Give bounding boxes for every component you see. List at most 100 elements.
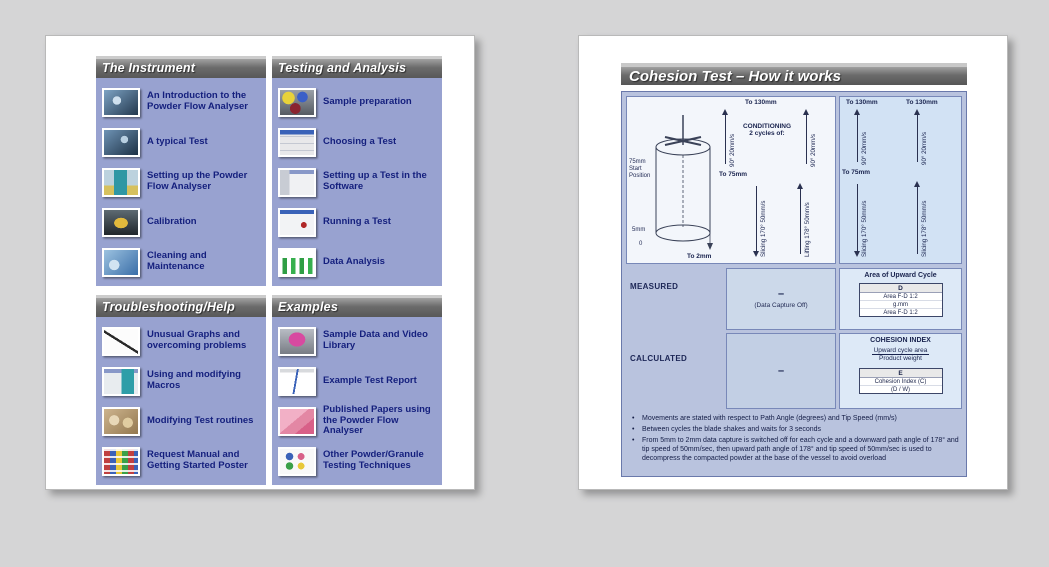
data-analysis-chart-icon: [278, 247, 316, 277]
movement-slicing-170: Slicing 170° 50mm/s: [753, 183, 768, 257]
vessel-cylinder-drawing: [655, 115, 713, 250]
footnote: • Movements are stated with respect to P…: [632, 414, 960, 423]
test-report-icon: [278, 366, 316, 396]
calculated-row-label: CALCULATED: [630, 354, 688, 363]
measured-row-label: MEASURED: [630, 282, 679, 291]
help-link-unusual-graphs[interactable]: Unusual Graphs and overcoming problems: [100, 321, 262, 361]
movement-label: Slicing 170° 50mm/s: [861, 200, 868, 257]
to-130mm-label: To 130mm: [846, 99, 878, 106]
calculated-mid-cell: –: [726, 333, 836, 409]
help-link-setup-in-software[interactable]: Setting up a Test in the Software: [276, 162, 438, 202]
movement-label: Lifting 178° 50mm/s: [804, 202, 811, 257]
measured-box-line: Area F-D 1:2: [859, 293, 942, 302]
movement-label: 90° 20mm/s: [729, 133, 736, 167]
help-link-choosing-a-test[interactable]: Choosing a Test: [276, 122, 438, 162]
help-link-sample-data-video[interactable]: Sample Data and Video Library: [276, 321, 438, 361]
help-link-sample-preparation[interactable]: Sample preparation: [276, 82, 438, 122]
help-link-data-analysis[interactable]: Data Analysis: [276, 242, 438, 282]
cohesion-test-page: Cohesion Test – How it works 75mm Start …: [578, 35, 1008, 490]
measured-box-line: Area F-D 1:2: [883, 309, 918, 316]
calculated-box-line: Cohesion Index (C): [859, 378, 942, 387]
help-link-cleaning[interactable]: Cleaning and Maintenance: [100, 242, 262, 282]
help-link-typical-test[interactable]: A typical Test: [100, 122, 262, 162]
cohesion-diagram-area: 75mm Start Position 5mm 0 To 2mm To 130m…: [621, 91, 967, 477]
help-link-label: Request Manual and Getting Started Poste…: [147, 449, 248, 471]
footnote: • Between cycles the blade shakes and wa…: [632, 425, 960, 434]
help-link-other-techniques[interactable]: Other Powder/Granule Testing Techniques: [276, 441, 438, 481]
help-link-modifying-test-routines[interactable]: Modifying Test routines: [100, 401, 262, 441]
macros-screenshot-icon: [102, 366, 140, 396]
section-title-the-instrument: The Instrument: [96, 56, 266, 78]
measured-right-cell: Area of Upward Cycle D Area F-D 1:2 g.mm…: [839, 268, 962, 330]
section-title-testing-and-analysis: Testing and Analysis: [272, 56, 442, 78]
video-library-photo-icon: [278, 326, 316, 356]
section-list-troubleshooting-help: Unusual Graphs and overcoming problems U…: [96, 317, 266, 485]
data-capture-off-label: (Data Capture Off): [754, 302, 808, 309]
help-menu-page: The Instrument An Introduction to the Po…: [45, 35, 475, 490]
movement-label: Slicing 170° 50mm/s: [760, 200, 767, 257]
up-arrow-icon: [797, 183, 805, 257]
section-title-troubleshooting-help: Troubleshooting/Help: [96, 295, 266, 317]
footnote-text: Movements are stated with respect to Pat…: [642, 415, 897, 422]
help-link-label: Other Powder/Granule Testing Techniques: [323, 449, 424, 471]
measured-dash: –: [777, 288, 785, 300]
movement-label: 90° 20mm/s: [861, 131, 868, 165]
test-cycle-panel: To 130mm To 130mm 90° 20mm/s 90° 20mm/s …: [839, 96, 962, 264]
help-link-calibration[interactable]: Calibration: [100, 202, 262, 242]
up-arrow-icon: [854, 109, 862, 165]
conditioning-label: CONDITIONING 2 cycles of:: [737, 123, 797, 138]
section-list-the-instrument: An Introduction to the Powder Flow Analy…: [96, 78, 266, 286]
up-arrow-icon: [722, 109, 730, 167]
to-2mm-label: To 2mm: [687, 253, 712, 260]
help-link-label: Sample preparation: [323, 95, 412, 107]
section-troubleshooting-help: Troubleshooting/Help Unusual Graphs and …: [96, 295, 266, 485]
help-link-label: Running a Test: [323, 215, 391, 227]
help-link-setting-up[interactable]: Setting up the Powder Flow Analyser: [100, 162, 262, 202]
sample-preparation-photo-icon: [278, 87, 316, 117]
up-arrow-icon: [914, 109, 922, 165]
calculated-dash: –: [777, 364, 785, 377]
help-link-label: Sample Data and Video Library: [323, 329, 428, 351]
help-link-label: Calibration: [147, 215, 197, 227]
help-link-request-manual[interactable]: Request Manual and Getting Started Poste…: [100, 441, 262, 481]
to-75mm-label: To 75mm: [719, 171, 748, 178]
footnote-text: From 5mm to 2mm data capture is switched…: [642, 437, 959, 463]
cohesion-index-fraction: Upward cycle area Product weight: [871, 347, 930, 362]
help-link-label: Choosing a Test: [323, 135, 397, 147]
setup-photo-icon: [102, 167, 140, 197]
vessel-diagram-panel: 75mm Start Position 5mm 0 To 2mm To 130m…: [626, 96, 836, 264]
help-link-published-papers[interactable]: Published Papers using the Powder Flow A…: [276, 401, 438, 441]
help-link-label: Unusual Graphs and overcoming problems: [147, 329, 247, 351]
calculated-result-box: E Cohesion Index (C) (D / W): [858, 368, 943, 395]
calculated-box-head: E: [859, 369, 942, 379]
diagram-footnotes: • Movements are stated with respect to P…: [632, 414, 960, 465]
help-link-running-a-test[interactable]: Running a Test: [276, 202, 438, 242]
help-link-label: Published Papers using the Powder Flow A…: [323, 403, 431, 437]
movement-up-90: 90° 20mm/s: [803, 109, 818, 167]
to-130mm-label: To 130mm: [745, 99, 777, 106]
down-arrow-icon: [854, 181, 862, 257]
choosing-test-screenshot-icon: [278, 127, 316, 157]
calibration-photo-icon: [102, 207, 140, 237]
to-130mm-label: To 130mm: [906, 99, 938, 106]
help-link-label: An Introduction to the Powder Flow Analy…: [147, 90, 249, 112]
help-link-macros[interactable]: Using and modifying Macros: [100, 361, 262, 401]
area-upward-cycle-label: Area of Upward Cycle: [864, 272, 937, 279]
help-link-label: A typical Test: [147, 135, 208, 147]
unusual-graphs-icon: [102, 326, 140, 356]
section-examples: Examples Sample Data and Video Library E…: [272, 295, 442, 485]
start-position-label: 75mm Start Position: [629, 159, 651, 179]
published-papers-icon: [278, 406, 316, 436]
help-link-example-report[interactable]: Example Test Report: [276, 361, 438, 401]
page-title: Cohesion Test – How it works: [621, 63, 967, 85]
help-link-label: Example Test Report: [323, 374, 417, 386]
up-arrow-icon: [914, 181, 922, 257]
movement-up-90: 90° 20mm/s: [914, 109, 929, 165]
measured-result-box: D Area F-D 1:2 g.mm Area F-D 1:2: [858, 283, 943, 318]
down-arrow-icon: [753, 183, 761, 257]
help-link-introduction[interactable]: An Introduction to the Powder Flow Analy…: [100, 82, 262, 122]
conditioning-line1: CONDITIONING: [742, 123, 792, 130]
help-link-label: Setting up a Test in the Software: [323, 170, 427, 192]
test-routines-photo-icon: [102, 406, 140, 436]
intro-photo-icon: [102, 87, 140, 117]
